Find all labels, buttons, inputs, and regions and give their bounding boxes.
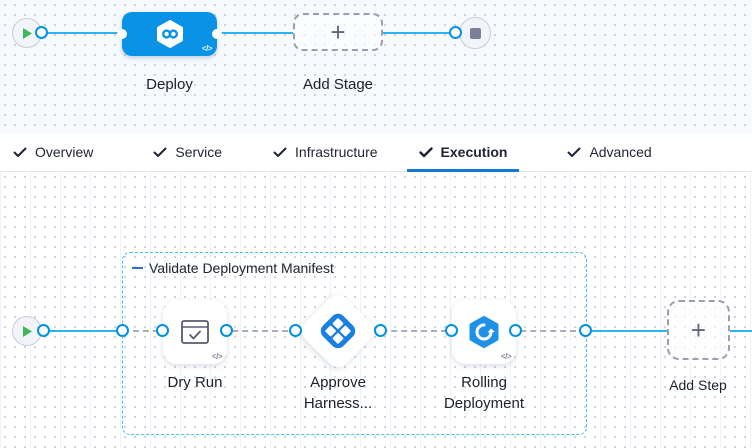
- step-yaml-toggle-icon[interactable]: </>: [500, 352, 512, 361]
- add-stage-button[interactable]: +: [293, 13, 383, 51]
- step-label-rolling-deployment: Rolling Deployment: [443, 374, 525, 412]
- rolling-out-port[interactable]: [509, 324, 522, 337]
- stop-icon: [469, 27, 481, 39]
- step-group-validate-deployment-manifest: Validate Deployment Manifest: [122, 252, 587, 435]
- stage-node-deploy[interactable]: </>: [117, 12, 222, 56]
- dry-run-icon: [181, 320, 209, 344]
- stage-connector: [383, 32, 452, 34]
- exec-connector: [730, 330, 752, 332]
- exec-start-out-port[interactable]: [37, 324, 50, 337]
- tab-label: Overview: [35, 144, 94, 160]
- tab-label: Execution: [440, 144, 508, 160]
- step-node-approve[interactable]: [296, 289, 380, 373]
- cd-stage-icon: [156, 20, 183, 48]
- tab-label: Advanced: [589, 144, 652, 160]
- add-step-label: Add Step: [669, 377, 727, 393]
- approve-out-port[interactable]: [374, 324, 387, 337]
- execution-canvas: Validate Deployment Manifest </>: [0, 172, 752, 448]
- tab-label: Infrastructure: [295, 144, 378, 160]
- step-label-approve: Approve Harness...: [303, 374, 373, 412]
- check-icon: [273, 147, 287, 157]
- dry-run-in-port[interactable]: [156, 324, 169, 337]
- tab-execution[interactable]: Execution: [406, 133, 520, 172]
- play-icon: [23, 27, 32, 39]
- pipeline-end-node: [459, 17, 491, 49]
- collapse-icon[interactable]: [132, 267, 143, 269]
- start-out-port[interactable]: [35, 26, 48, 39]
- exec-connector: [586, 330, 667, 332]
- stage-in-port[interactable]: [117, 29, 127, 39]
- dry-run-out-port[interactable]: [220, 324, 233, 337]
- step-node-rolling-deployment[interactable]: </>: [452, 300, 516, 364]
- step-node-dry-run[interactable]: </>: [163, 300, 227, 364]
- group-in-port[interactable]: [116, 324, 129, 337]
- stage-canvas: </> Deploy + Add Stage: [0, 0, 752, 133]
- add-stage-label: Add Stage: [302, 76, 374, 93]
- tab-label: Service: [175, 144, 223, 160]
- stage-config-tabs: Overview Service Infrastructure Executio…: [0, 133, 752, 172]
- add-step-button[interactable]: +: [667, 300, 730, 360]
- check-icon: [153, 147, 167, 157]
- play-icon: [23, 325, 32, 337]
- tab-advanced[interactable]: Advanced: [555, 133, 663, 171]
- approval-icon: [320, 313, 356, 349]
- stage-connector: [217, 32, 293, 34]
- group-out-port[interactable]: [579, 324, 592, 337]
- rolling-in-port[interactable]: [445, 324, 458, 337]
- step-group-title: Validate Deployment Manifest: [149, 260, 334, 276]
- step-group-header[interactable]: Validate Deployment Manifest: [132, 260, 334, 276]
- check-icon: [418, 146, 433, 157]
- plus-icon: +: [330, 16, 346, 47]
- stage-yaml-toggle-icon[interactable]: </>: [201, 44, 213, 53]
- stage-connector: [44, 32, 122, 34]
- tab-infrastructure[interactable]: Infrastructure: [261, 133, 389, 171]
- stage-label: Deploy: [146, 76, 193, 93]
- check-icon: [567, 147, 581, 157]
- stage-out-port[interactable]: [212, 29, 222, 39]
- tab-overview[interactable]: Overview: [1, 133, 105, 171]
- exec-connector: [44, 330, 123, 332]
- step-yaml-toggle-icon[interactable]: </>: [211, 352, 223, 361]
- check-icon: [13, 147, 27, 157]
- step-label-dry-run: Dry Run: [167, 374, 223, 391]
- tab-service[interactable]: Service: [141, 133, 234, 171]
- approve-in-port[interactable]: [289, 324, 302, 337]
- plus-icon: +: [690, 314, 707, 345]
- stop-in-port[interactable]: [449, 26, 462, 39]
- rolling-deployment-icon: [469, 316, 499, 348]
